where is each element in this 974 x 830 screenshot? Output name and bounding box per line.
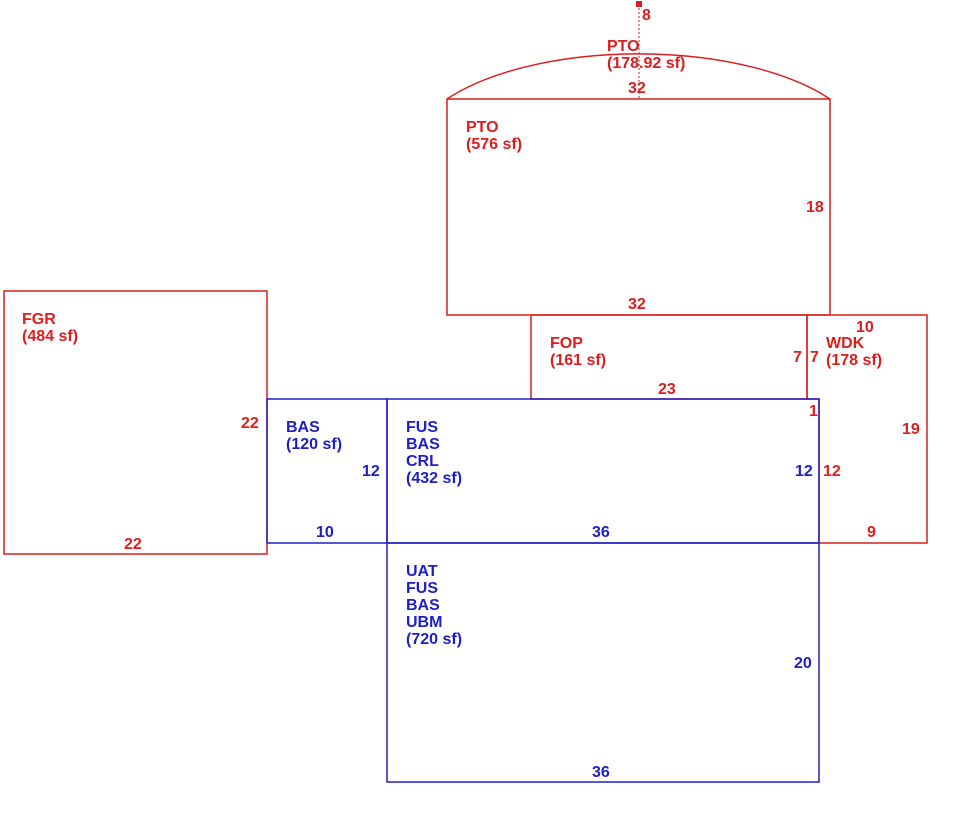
fgr-area-value: (484 sf)	[22, 328, 78, 345]
pto-arc-area-value: (178.92 sf)	[607, 55, 685, 72]
uat-line-1: UAT	[406, 563, 438, 580]
fop-right-lower-dim: 1	[809, 403, 818, 420]
fop-name: FOP	[550, 335, 583, 352]
wdk-left-upper-dim: 7	[810, 349, 819, 366]
fgr-name: FGR	[22, 311, 56, 328]
fus-right-dim: 12	[795, 463, 813, 480]
pto-arc-height-label: 8	[642, 7, 651, 24]
bas-small-name: BAS	[286, 419, 320, 436]
wdk-bottom-dim: 9	[867, 524, 876, 541]
fop-right-dim: 7	[793, 349, 802, 366]
pto-rect-name: PTO	[466, 119, 499, 136]
wdk-name: WDK	[826, 335, 865, 352]
fus-line-1: FUS	[406, 419, 438, 436]
pto-arc-name: PTO	[607, 38, 640, 55]
bas-small-area: BAS (120 sf) 12 10	[266, 398, 388, 544]
uat-bottom-dim: 36	[592, 764, 610, 781]
uat-line-2: FUS	[406, 580, 438, 597]
pto-rect-area: PTO (576 sf) 18 32	[446, 98, 831, 316]
bas-small-area-value: (120 sf)	[286, 436, 342, 453]
bas-small-bottom-dim: 10	[316, 524, 334, 541]
fus-area: FUS BAS CRL (432 sf) 12 36	[386, 398, 820, 544]
uat-outline	[386, 542, 820, 783]
fus-area-value: (432 sf)	[406, 470, 462, 487]
fgr-right-dim: 22	[241, 415, 259, 432]
pto-rect-bottom-dim: 32	[628, 296, 646, 313]
wdk-area-value: (178 sf)	[826, 352, 882, 369]
wdk-right-dim: 19	[902, 421, 920, 438]
wdk-left-lower-dim: 12	[823, 463, 841, 480]
uat-line-3: BAS	[406, 597, 440, 614]
wdk-area: 10 7 WDK (178 sf) 19 12 9	[806, 314, 928, 544]
fus-line-2: BAS	[406, 436, 440, 453]
wdk-top-dim: 10	[856, 319, 874, 336]
uat-area-value: (720 sf)	[406, 631, 462, 648]
pto-arc-area: 8 PTO (178.92 sf) 32	[446, 1, 831, 100]
pto-rect-area-value: (576 sf)	[466, 136, 522, 153]
pto-rect-right-dim: 18	[806, 199, 824, 216]
uat-line-4: UBM	[406, 614, 442, 631]
pto-rect-outline	[446, 98, 831, 316]
fgr-area: FGR (484 sf) 22 22	[3, 290, 268, 555]
fus-bottom-dim: 36	[592, 524, 610, 541]
fop-area: FOP (161 sf) 7 23 1	[530, 314, 818, 420]
fop-area-value: (161 sf)	[550, 352, 606, 369]
uat-right-dim: 20	[794, 655, 812, 672]
bas-small-right-dim: 12	[362, 463, 380, 480]
uat-area: UAT FUS BAS UBM (720 sf) 20 36	[386, 542, 820, 783]
fus-line-3: CRL	[406, 453, 439, 470]
pto-arc-chord-label: 32	[628, 80, 646, 97]
fgr-bottom-dim: 22	[124, 536, 142, 553]
pto-arc-apex-point	[636, 1, 642, 7]
fop-bottom-dim: 23	[658, 381, 676, 398]
